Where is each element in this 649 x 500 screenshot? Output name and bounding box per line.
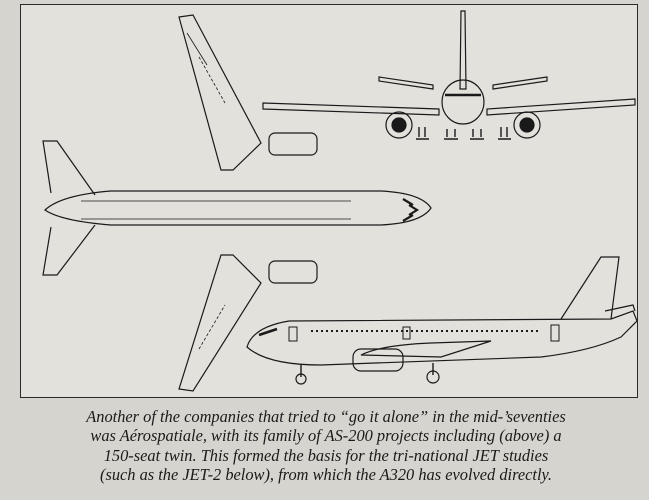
side-fuselage (246, 310, 637, 366)
figure-caption: Another of the companies that tried to “… (14, 407, 638, 484)
plan-lower-tailplane (42, 224, 96, 276)
plan-upper-engine (268, 132, 318, 156)
front-left-engine (385, 111, 413, 139)
side-nose-gear (295, 373, 307, 385)
caption-line: was Aérospatiale, with its family of AS-… (90, 426, 562, 446)
side-main-gear (426, 370, 440, 384)
side-view-aircraft (246, 256, 637, 385)
aircraft-drawing-panel (20, 4, 638, 398)
plan-upper-wing (178, 14, 262, 171)
front-left-wing (262, 102, 440, 116)
plan-fuselage (44, 190, 432, 226)
front-fuselage (441, 79, 485, 125)
plan-upper-tailplane (42, 140, 96, 196)
plan-lower-engine (268, 260, 318, 284)
front-right-engine (513, 111, 541, 139)
front-right-wing (486, 98, 636, 116)
front-right-tailplane (492, 76, 548, 90)
front-left-tailplane (378, 76, 434, 90)
caption-line: Another of the companies that tried to “… (86, 407, 566, 426)
caption-line: (such as the JET-2 below), from which th… (99, 464, 552, 484)
side-wing (360, 340, 492, 358)
front-view-aircraft (262, 10, 636, 140)
side-engine (352, 348, 404, 372)
front-fin (459, 10, 467, 90)
caption-line: 150-seat twin. This formed the basis for… (103, 445, 549, 465)
side-fin (560, 256, 620, 320)
side-tailplane (604, 304, 636, 312)
aircraft-line-drawings (42, 10, 637, 392)
plan-lower-wing (178, 254, 262, 392)
plan-view-aircraft (42, 14, 432, 392)
